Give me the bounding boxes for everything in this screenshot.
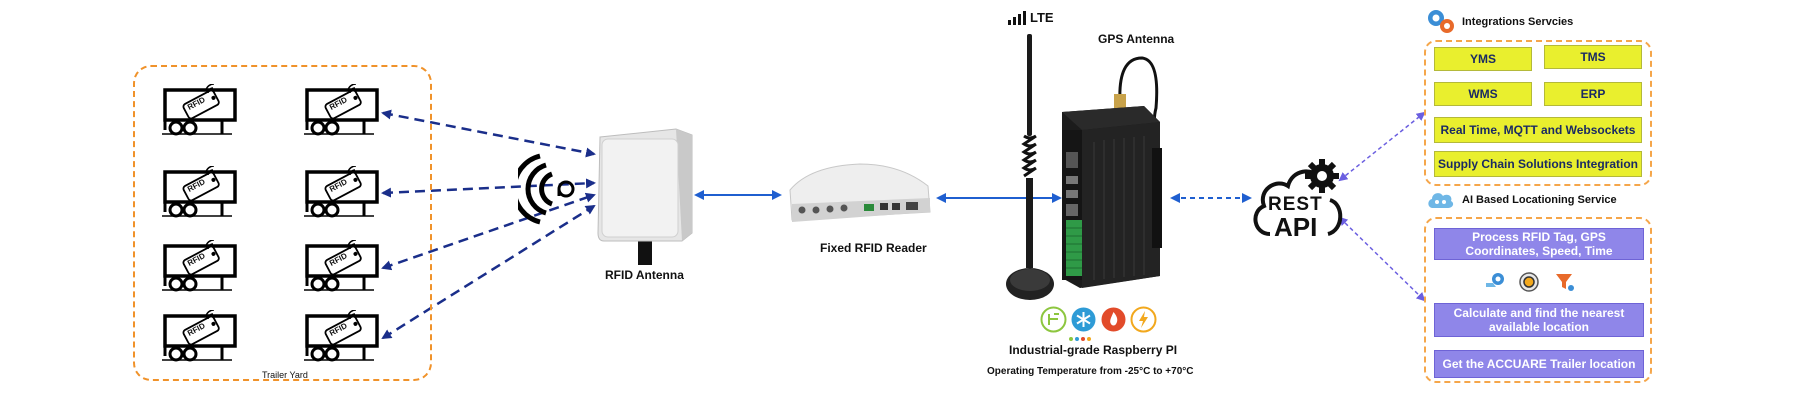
integrations-title: Integrations Servcies xyxy=(1462,16,1574,28)
raspberry-pi-icon xyxy=(1062,56,1162,288)
raspberry-pi-label: Industrial-grade Raspberry PI xyxy=(1009,343,1178,357)
ai-service-title: AI Based Locationing Service xyxy=(1462,194,1617,206)
trailer-icon: RFID xyxy=(304,165,386,223)
rest-label: REST xyxy=(1268,194,1323,215)
ai-cloud-icon xyxy=(1428,193,1454,208)
wireless-signal-icon xyxy=(518,153,575,225)
trailer-icon: RFID xyxy=(162,239,244,297)
rest-api-cloud-icon xyxy=(1253,159,1343,236)
accuare-box: Get the ACCUARE Trailer location xyxy=(1434,350,1644,378)
gears-icon xyxy=(1428,10,1454,33)
calculate-box: Calculate and find the nearest available… xyxy=(1434,303,1644,337)
lightning-icon xyxy=(1130,306,1157,333)
trailer-yard-label: Trailer Yard xyxy=(262,370,308,380)
target-gear-icon xyxy=(1519,272,1539,292)
trailer-icon: RFID xyxy=(304,309,386,367)
process-box: Process RFID Tag, GPS Coordinates, Speed… xyxy=(1434,228,1644,260)
gps-antenna-label: GPS Antenna xyxy=(1098,32,1175,46)
rfid-antenna-icon xyxy=(597,128,693,265)
supply-chain-box: Supply Chain Solutions Integration xyxy=(1434,151,1642,177)
circuit-icon xyxy=(1040,306,1067,333)
trailer-icon: RFID xyxy=(304,239,386,297)
fixed-reader-label: Fixed RFID Reader xyxy=(820,241,927,255)
ai-service-panel: Process RFID Tag, GPS Coordinates, Speed… xyxy=(1424,217,1652,383)
snowflake-icon xyxy=(1071,307,1096,332)
tms-box: TMS xyxy=(1544,45,1642,69)
trailer-icon: RFID xyxy=(304,83,386,141)
realtime-box: Real Time, MQTT and Websockets xyxy=(1434,117,1642,143)
lte-label: LTE xyxy=(1030,10,1054,25)
trailer-icon: RFID xyxy=(162,165,244,223)
rfid-reader-icon xyxy=(789,163,931,222)
yms-box: YMS xyxy=(1434,47,1532,71)
api-ai-link xyxy=(1338,216,1426,302)
trailer-icon: RFID xyxy=(162,83,244,141)
feature-icons xyxy=(1040,306,1160,334)
gear-hand-icon xyxy=(1486,273,1504,287)
api-label: API xyxy=(1274,212,1318,242)
operating-temperature-label: Operating Temperature from -25°C to +70°… xyxy=(987,366,1194,377)
tag-arrow-4 xyxy=(381,204,596,340)
trailer-icon: RFID xyxy=(162,309,244,367)
wms-box: WMS xyxy=(1434,82,1532,106)
trailer-yard xyxy=(133,65,432,381)
erp-box: ERP xyxy=(1544,82,1642,106)
tag-arrow-1 xyxy=(381,109,596,158)
flame-icon xyxy=(1101,307,1126,332)
funnel-icon xyxy=(1556,274,1574,291)
rfid-antenna-label: RFID Antenna xyxy=(605,268,684,282)
api-integrations-link xyxy=(1338,111,1426,182)
lte-antenna-icon xyxy=(1006,34,1054,300)
signal-bars-icon xyxy=(1008,11,1026,25)
pagination-dots xyxy=(1069,337,1109,341)
integrations-panel: YMS TMS WMS ERP Real Time, MQTT and Webs… xyxy=(1424,40,1652,186)
